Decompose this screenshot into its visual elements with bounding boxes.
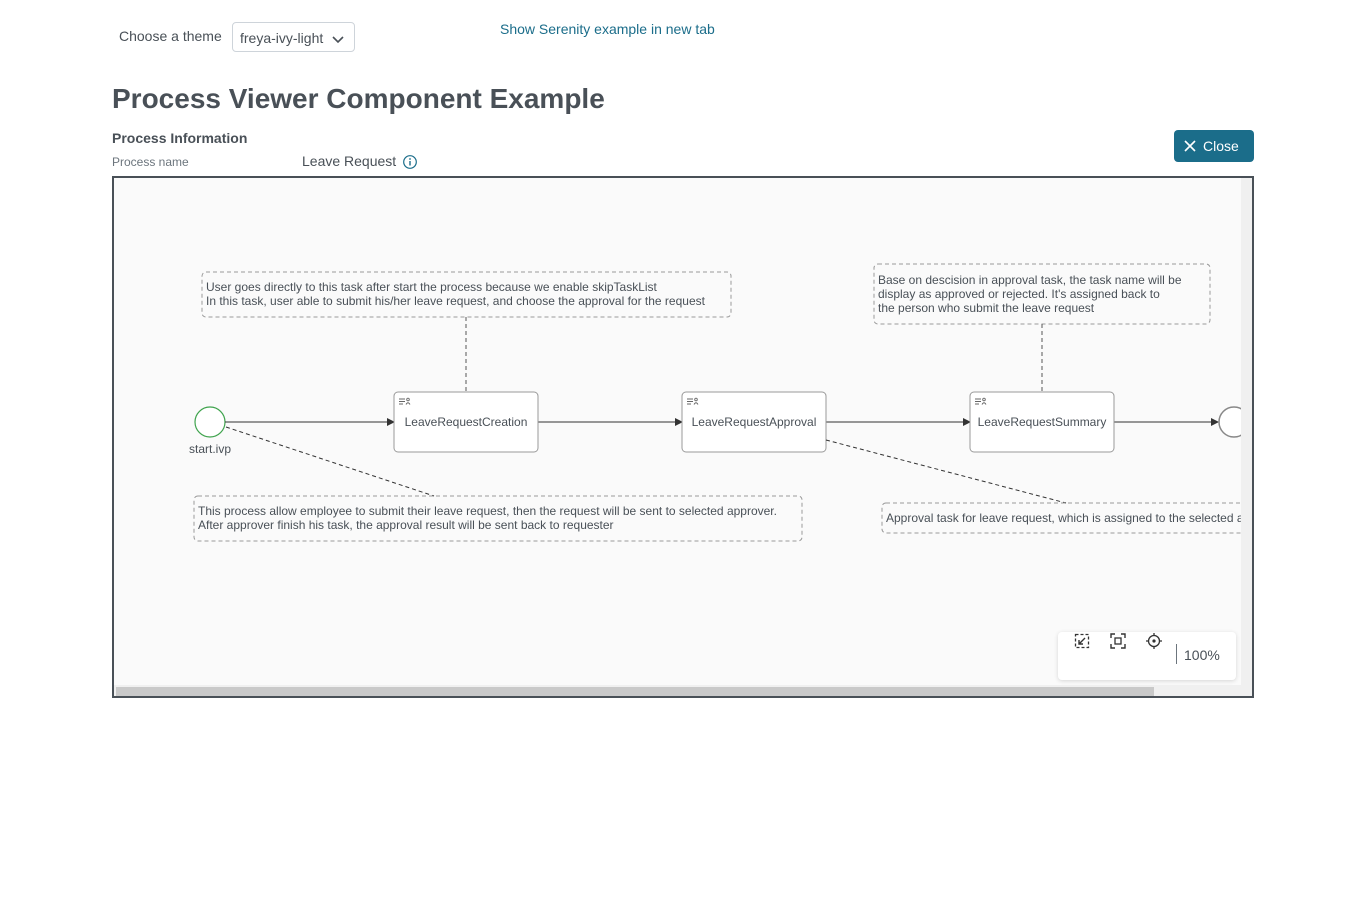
vertical-scrollbar[interactable] (1241, 178, 1252, 686)
note-approval-line-1: Approval task for leave request, which i… (886, 511, 1254, 525)
horizontal-scrollbar-thumb[interactable] (116, 687, 1154, 696)
viewer-toolbar: 100% (1058, 632, 1236, 680)
task-leave-request-creation[interactable]: LeaveRequestCreation (393, 391, 539, 453)
chevron-down-icon (332, 36, 344, 44)
note-summary[interactable]: Base on descision in approval task, the … (873, 263, 1211, 325)
process-name-label: Process name (112, 155, 189, 169)
note-summary-line-3: the person who submit the leave request (878, 301, 1095, 315)
toolbar-separator (1176, 644, 1177, 664)
process-name-value: Leave Request (302, 153, 397, 169)
theme-select-value: freya-ivy-light (240, 30, 324, 46)
note-approval-connector (825, 439, 1067, 504)
task-leave-request-approval[interactable]: LeaveRequestApproval (681, 391, 827, 453)
start-event-label: start.ivp (189, 442, 231, 456)
process-diagram: User goes directly to this task after st… (189, 263, 1254, 542)
zoom-level: 100% (1184, 647, 1220, 663)
task-creation-label: LeaveRequestCreation (405, 415, 528, 429)
page-title: Process Viewer Component Example (112, 83, 605, 114)
note-creation-line-1: User goes directly to this task after st… (206, 280, 658, 294)
note-creation-line-2: In this task, user able to submit his/he… (206, 294, 706, 308)
note-process-connector (225, 426, 435, 497)
task-leave-request-summary[interactable]: LeaveRequestSummary (969, 391, 1115, 453)
note-approval[interactable]: Approval task for leave request, which i… (881, 502, 1254, 534)
serenity-example-link[interactable]: Show Serenity example in new tab (500, 21, 715, 37)
close-button-label: Close (1203, 138, 1239, 154)
theme-label: Choose a theme (119, 28, 222, 44)
note-process-line-1: This process allow employee to submit th… (198, 504, 777, 518)
task-summary-label: LeaveRequestSummary (978, 415, 1107, 429)
info-icon[interactable] (402, 154, 418, 170)
start-event[interactable]: start.ivp (189, 406, 231, 456)
section-title: Process Information (112, 130, 248, 146)
note-summary-line-1: Base on descision in approval task, the … (878, 273, 1182, 287)
theme-select[interactable]: freya-ivy-light (232, 22, 355, 52)
exit-fullscreen-icon[interactable] (1073, 632, 1091, 650)
fit-to-screen-icon[interactable] (1109, 632, 1127, 650)
user-task-icon (687, 397, 699, 405)
process-viewer[interactable]: User goes directly to this task after st… (112, 176, 1254, 698)
note-process-line-2: After approver finish his task, the appr… (198, 518, 614, 532)
horizontal-scrollbar[interactable] (114, 685, 1252, 696)
note-creation[interactable]: User goes directly to this task after st… (201, 271, 732, 318)
close-icon (1184, 140, 1196, 152)
user-task-icon (975, 397, 987, 405)
task-approval-label: LeaveRequestApproval (692, 415, 817, 429)
note-summary-line-2: display as approved or rejected. It's as… (878, 287, 1160, 301)
close-button[interactable]: Close (1174, 130, 1254, 162)
center-icon[interactable] (1145, 632, 1163, 650)
note-process[interactable]: This process allow employee to submit th… (193, 495, 803, 542)
user-task-icon (399, 397, 411, 405)
